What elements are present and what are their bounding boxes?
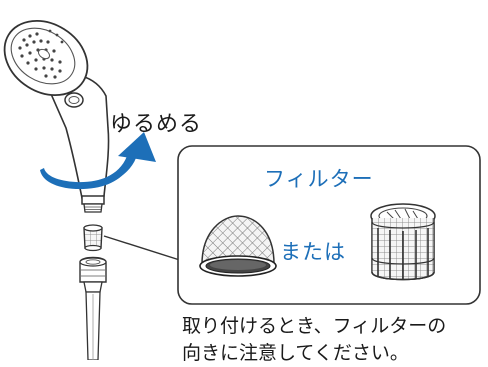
loosen-label: ゆるめる	[110, 112, 203, 137]
callout-leader-line	[103, 235, 187, 263]
caution-note-line-1: 取り付けるとき、フィルターの	[182, 315, 447, 337]
dome-filter-icon	[199, 215, 277, 277]
or-label: または	[280, 240, 346, 264]
shower-head-icon	[3, 20, 110, 213]
rotate-arrow-icon	[40, 132, 156, 190]
caution-note: 取り付けるとき、フィルターの 向きに注意してください。	[182, 313, 446, 367]
hose-icon	[79, 256, 107, 360]
filter-title: フィルター	[264, 167, 374, 191]
caution-note-line-2: 向きに注意してください。	[182, 342, 409, 364]
small-filter-icon	[83, 224, 103, 252]
cage-filter-icon	[370, 203, 436, 281]
